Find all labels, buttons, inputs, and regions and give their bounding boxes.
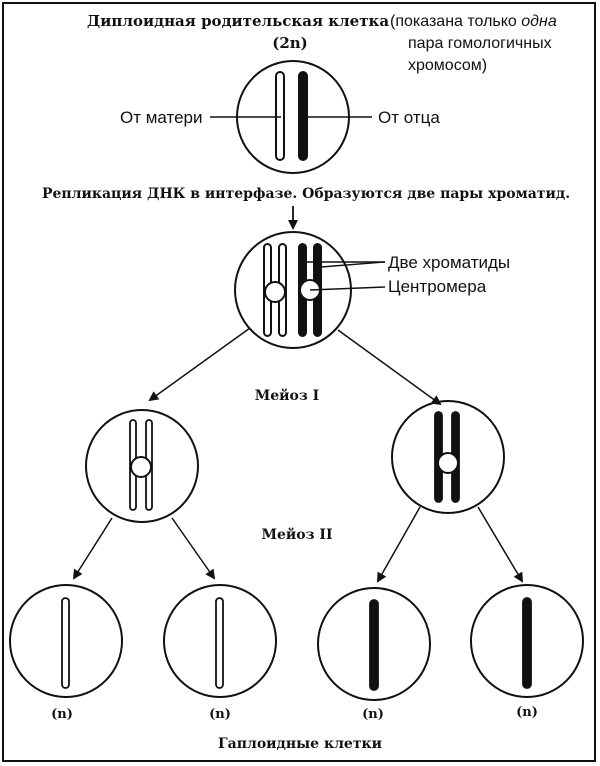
- paternal-chromosome: [298, 71, 308, 161]
- replicated-cell: [234, 231, 352, 349]
- label-from-mother: От матери: [120, 108, 203, 127]
- note-line3: хромосом): [408, 57, 487, 74]
- arrow-meiosis2-2: [171, 517, 216, 580]
- label-meiosis1: Мейоз I: [255, 387, 319, 404]
- parent-cell: [236, 60, 350, 174]
- label-from-father: От отца: [378, 108, 440, 127]
- centromere-maternal: [264, 281, 286, 303]
- maternal-chromosome: [275, 71, 285, 161]
- label-meiosis2: Мейоз II: [261, 526, 332, 543]
- cell-meiosis1-right: [391, 400, 505, 514]
- label-two-chromatids: Две хроматиды: [388, 253, 510, 272]
- arrow-meiosis2-1: [72, 517, 113, 580]
- cell-meiosis1-left: [85, 409, 199, 523]
- note-line1: (показана только одна: [390, 13, 557, 30]
- title-parent-cell: Диплоидная родительская клетка: [87, 12, 389, 30]
- haploid-cell-2: [163, 584, 277, 698]
- replication-caption: Репликация ДНК в интерфазе. Образуются д…: [42, 186, 570, 202]
- chromatid-pointer-2: [320, 261, 386, 268]
- arrow-meiosis1-left: [148, 327, 251, 402]
- note-line2: пара гомологичных: [408, 35, 552, 52]
- arrow-meiosis1-right: [337, 329, 442, 406]
- centromere-pointer: [309, 286, 386, 291]
- haploid-cell-4: [470, 584, 584, 698]
- arrow-meiosis2-4: [477, 506, 524, 583]
- label-haploid-cells: Гаплоидные клетки: [218, 736, 382, 752]
- ploidy-2n: (2n): [272, 34, 308, 52]
- haploid-label-1: (n): [51, 707, 73, 722]
- label-centromere: Центромера: [388, 277, 487, 296]
- haploid-cell-1: [9, 584, 123, 698]
- haploid-label-2: (n): [209, 707, 231, 722]
- haploid-cell-3: [317, 587, 431, 701]
- haploid-label-4: (n): [516, 705, 538, 720]
- haploid-label-3: (n): [362, 707, 384, 722]
- arrow-meiosis2-3: [377, 506, 421, 583]
